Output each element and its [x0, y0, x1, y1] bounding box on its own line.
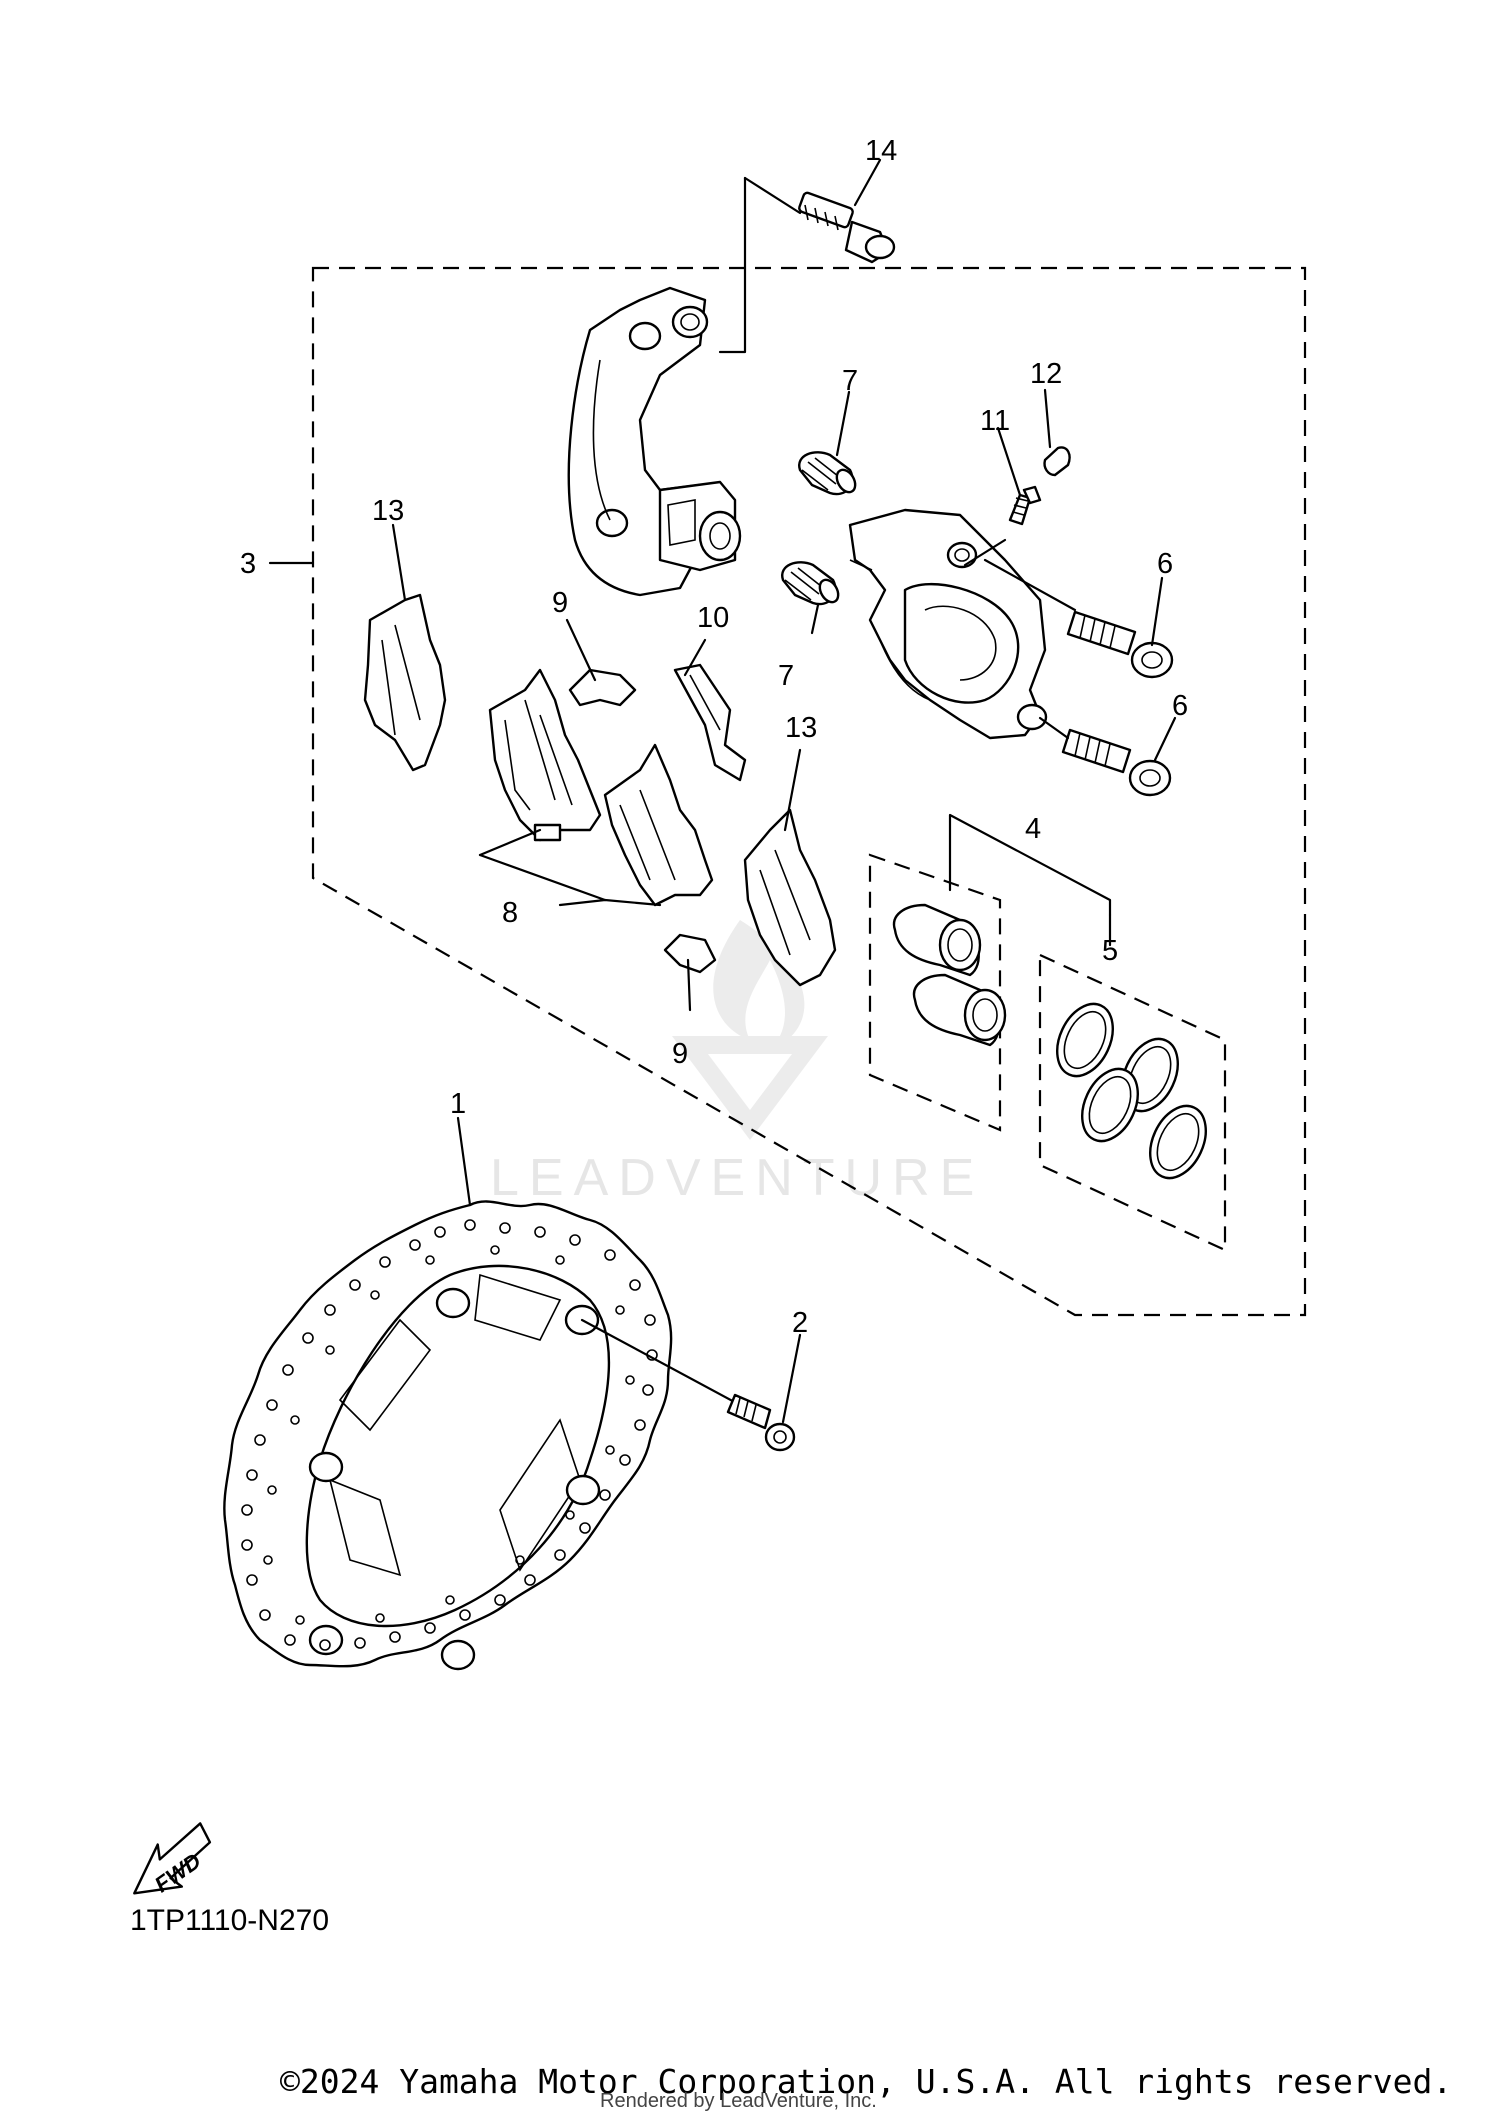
diagram-code: 1TP1110-N270	[130, 1904, 329, 1937]
caliper-bracket	[567, 286, 742, 597]
disc-bolt-2	[580, 1318, 796, 1452]
boot-7-lower	[781, 561, 840, 606]
callout-3: 3	[240, 548, 256, 580]
callout-1: 1	[450, 1088, 466, 1120]
caliper-body	[848, 508, 1048, 740]
callout-6-upper: 6	[1157, 548, 1173, 580]
callout-4: 4	[1025, 813, 1041, 845]
fwd-arrow-icon: FWD	[133, 1822, 212, 1897]
bleeder-cap-12	[1043, 446, 1071, 477]
brake-pad-right	[478, 743, 714, 907]
callout-5: 5	[1102, 935, 1118, 967]
callout-2: 2	[792, 1307, 808, 1339]
caliper-pin-6-upper	[983, 558, 1174, 679]
pad-shim-13-left	[363, 593, 447, 772]
caliper-pin-6-lower	[1038, 716, 1172, 797]
watermark-text: LEADVENTURE	[490, 1149, 984, 1207]
bolt-14	[718, 176, 896, 354]
callout-12: 12	[1030, 358, 1062, 390]
callout-7-lower: 7	[778, 660, 794, 692]
piston-kit-4	[868, 813, 1112, 1132]
pad-clip-9-upper	[568, 668, 637, 707]
callout-14: 14	[865, 135, 897, 167]
callout-labels: 14 12 7 11 3 13 9 10 6 7 6 13 8 4 5 9 1 …	[240, 135, 1188, 1339]
pad-clip-9-lower	[663, 933, 717, 974]
callout-10: 10	[697, 602, 729, 634]
boot-7-upper	[798, 451, 857, 496]
callout-9-lower: 9	[672, 1038, 688, 1070]
pad-shim-13-right	[743, 808, 837, 987]
watermark: LEADVENTURE	[490, 920, 984, 1207]
disc-holes	[241, 1219, 658, 1651]
copyright-notice: ©2024 Yamaha Motor Corporation, U.S.A. A…	[280, 2062, 1453, 2101]
callout-6-lower: 6	[1172, 690, 1188, 722]
callout-13-right: 13	[785, 712, 817, 744]
pad-spring-10	[673, 663, 747, 782]
callout-11: 11	[980, 405, 1010, 437]
callout-leaders	[268, 158, 1177, 1424]
callout-7-upper: 7	[842, 365, 858, 397]
rendered-by-notice: Rendered by LeadVenture, Inc.	[600, 2090, 877, 2112]
seal-kit-5	[1038, 953, 1227, 1252]
brake-disc-1	[223, 1200, 673, 1671]
callout-13-left: 13	[372, 495, 404, 527]
brake-pad-left	[488, 668, 602, 842]
callout-8: 8	[502, 897, 518, 929]
callout-9-upper: 9	[552, 587, 568, 619]
bleeder-screw-11	[1008, 485, 1042, 526]
